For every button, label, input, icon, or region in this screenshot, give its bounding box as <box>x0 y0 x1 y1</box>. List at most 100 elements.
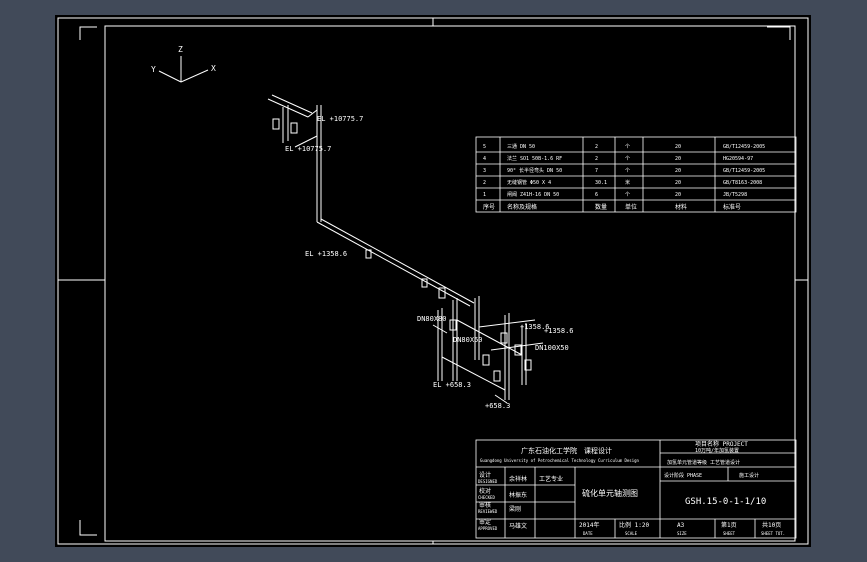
title-block-lines <box>475 439 797 539</box>
corner-mark-tr <box>767 26 791 40</box>
flange-symbol <box>421 278 428 288</box>
elevation-label: +1358.6 <box>520 323 550 331</box>
bom-header-cell: 名称及规格 <box>507 203 537 211</box>
flange-symbol <box>365 249 372 259</box>
bom-cell: 20 <box>675 156 681 162</box>
sheet-border <box>57 17 809 545</box>
corner-mark-tl <box>79 26 97 40</box>
bom-cell: 7 <box>595 168 598 174</box>
pipe-segment <box>432 324 448 334</box>
title-block-frame <box>475 439 797 539</box>
signature-name: 林振东 <box>509 491 527 499</box>
bom-cell: GB/T8163-2008 <box>723 180 762 186</box>
role-label: 校对 <box>479 487 491 495</box>
bom-cell: 30.1 <box>595 180 607 186</box>
bom-cell: 6 <box>595 192 598 198</box>
bom-cell: GB/T12459-2005 <box>723 144 765 150</box>
elevation-label: EL +10775.7 <box>285 145 331 153</box>
corner-mark-bl <box>79 520 97 536</box>
bom-cell: 3 <box>483 168 486 174</box>
signature-name: 梁刚 <box>509 505 521 513</box>
valve-symbol <box>524 359 532 371</box>
role-label-en: REVIEWED <box>478 509 498 514</box>
size-label: DN80X80 <box>417 315 447 323</box>
role-label-en: CHECKED <box>478 495 495 500</box>
pipe-segment <box>494 394 508 404</box>
valve-symbol <box>500 332 508 344</box>
bom-cell: 20 <box>675 168 681 174</box>
pipe-segment <box>294 135 318 148</box>
main-run-pipe <box>320 218 475 304</box>
bom-cell: 个 <box>625 192 630 198</box>
bom-cell: 米 <box>625 179 630 186</box>
pipe-segment <box>456 319 523 356</box>
axis-z-label: Z <box>178 45 183 54</box>
bom-header-cell: 数量 <box>595 203 607 211</box>
project-line1: 10万吨/年加氢装置 <box>695 447 739 454</box>
scale-value: 比例 1:20 <box>619 521 649 529</box>
x-axis <box>180 69 209 83</box>
elevation-label: +1358.6 <box>544 327 574 335</box>
bom-cell: 20 <box>675 192 681 198</box>
bom-cell: 1 <box>483 192 486 198</box>
bom-cell: 个 <box>625 168 630 174</box>
bom-cell: 90° 长半径弯头 DN 50 <box>507 167 562 174</box>
drawing-canvas: Z X Y <box>57 17 809 545</box>
drawing-sheet: Z X Y <box>55 15 811 547</box>
bom-cell: 2 <box>483 180 486 186</box>
bom-cell: 个 <box>625 144 630 150</box>
size-label: DN100X50 <box>535 344 569 352</box>
piping-isometric <box>267 94 544 404</box>
role-label: 设计 <box>479 471 491 479</box>
valve-symbol <box>482 354 490 366</box>
signature-name: 余祥林 <box>509 475 527 483</box>
bom-cell: 闸阀 Z41H-16 DN 50 <box>507 191 559 198</box>
pipe-segment <box>271 94 313 114</box>
pipe-segment <box>441 356 506 391</box>
bom-cell: 法兰 SO1 50B-1.6 RF <box>507 155 562 162</box>
project-line2: 加氢单元管道等级 工艺管道设计 <box>667 459 740 466</box>
valve-symbol <box>438 287 446 299</box>
drawing-number: GSH.15-0-1-1/10 <box>685 497 766 507</box>
bom-cell: 20 <box>675 180 681 186</box>
y-axis <box>158 70 182 83</box>
role-label: 审定 <box>479 518 491 526</box>
course-name: 课程设计 <box>584 446 612 455</box>
bom-cell: 20 <box>675 144 681 150</box>
total-label: SHEET TOT. <box>761 531 785 536</box>
pipe-segment <box>307 109 318 118</box>
bom-table-lines <box>475 136 797 213</box>
class-label: 工艺专业 <box>539 475 563 483</box>
signature-name: 马雄文 <box>509 522 527 530</box>
valve-symbol <box>514 344 522 356</box>
elevation-label: EL +10775.7 <box>317 115 363 123</box>
bom-cell: 2 <box>595 156 598 162</box>
bom-cell: HG20594-97 <box>723 156 753 162</box>
sheet-value: 第1页 <box>721 521 737 529</box>
bom-cell: 三通 DN 50 <box>507 143 535 150</box>
valve-symbol <box>272 118 280 130</box>
size-value: A3 <box>677 522 685 529</box>
elevation-label: EL +658.3 <box>433 381 471 389</box>
bom-header-cell: 序号 <box>483 203 495 211</box>
design-stage-label: 设计阶段 PHASE <box>664 472 702 479</box>
main-run-pipe <box>316 221 471 307</box>
role-label: 审核 <box>479 501 491 509</box>
valve-symbol <box>493 370 501 382</box>
total-value: 共10页 <box>762 521 781 529</box>
school-name: 广东石油化工学院 <box>521 446 577 455</box>
pipe-segment <box>490 342 544 351</box>
inner-frame <box>104 25 796 542</box>
role-label-en: DESIGNED <box>478 479 498 484</box>
size-label: DN80X50 <box>453 336 483 344</box>
sheet-label: SHEET <box>723 531 736 536</box>
elevation-label: +658.3 <box>485 402 510 410</box>
bom-cell: JB/T5298 <box>723 192 747 198</box>
bom-header-cell: 材料 <box>675 203 687 211</box>
bom-table-frame <box>475 136 797 213</box>
axis-indicator <box>158 56 209 83</box>
bom-cell: 无缝钢管 Φ50 X 4 <box>507 179 551 186</box>
axis-y-label: Y <box>151 65 156 74</box>
